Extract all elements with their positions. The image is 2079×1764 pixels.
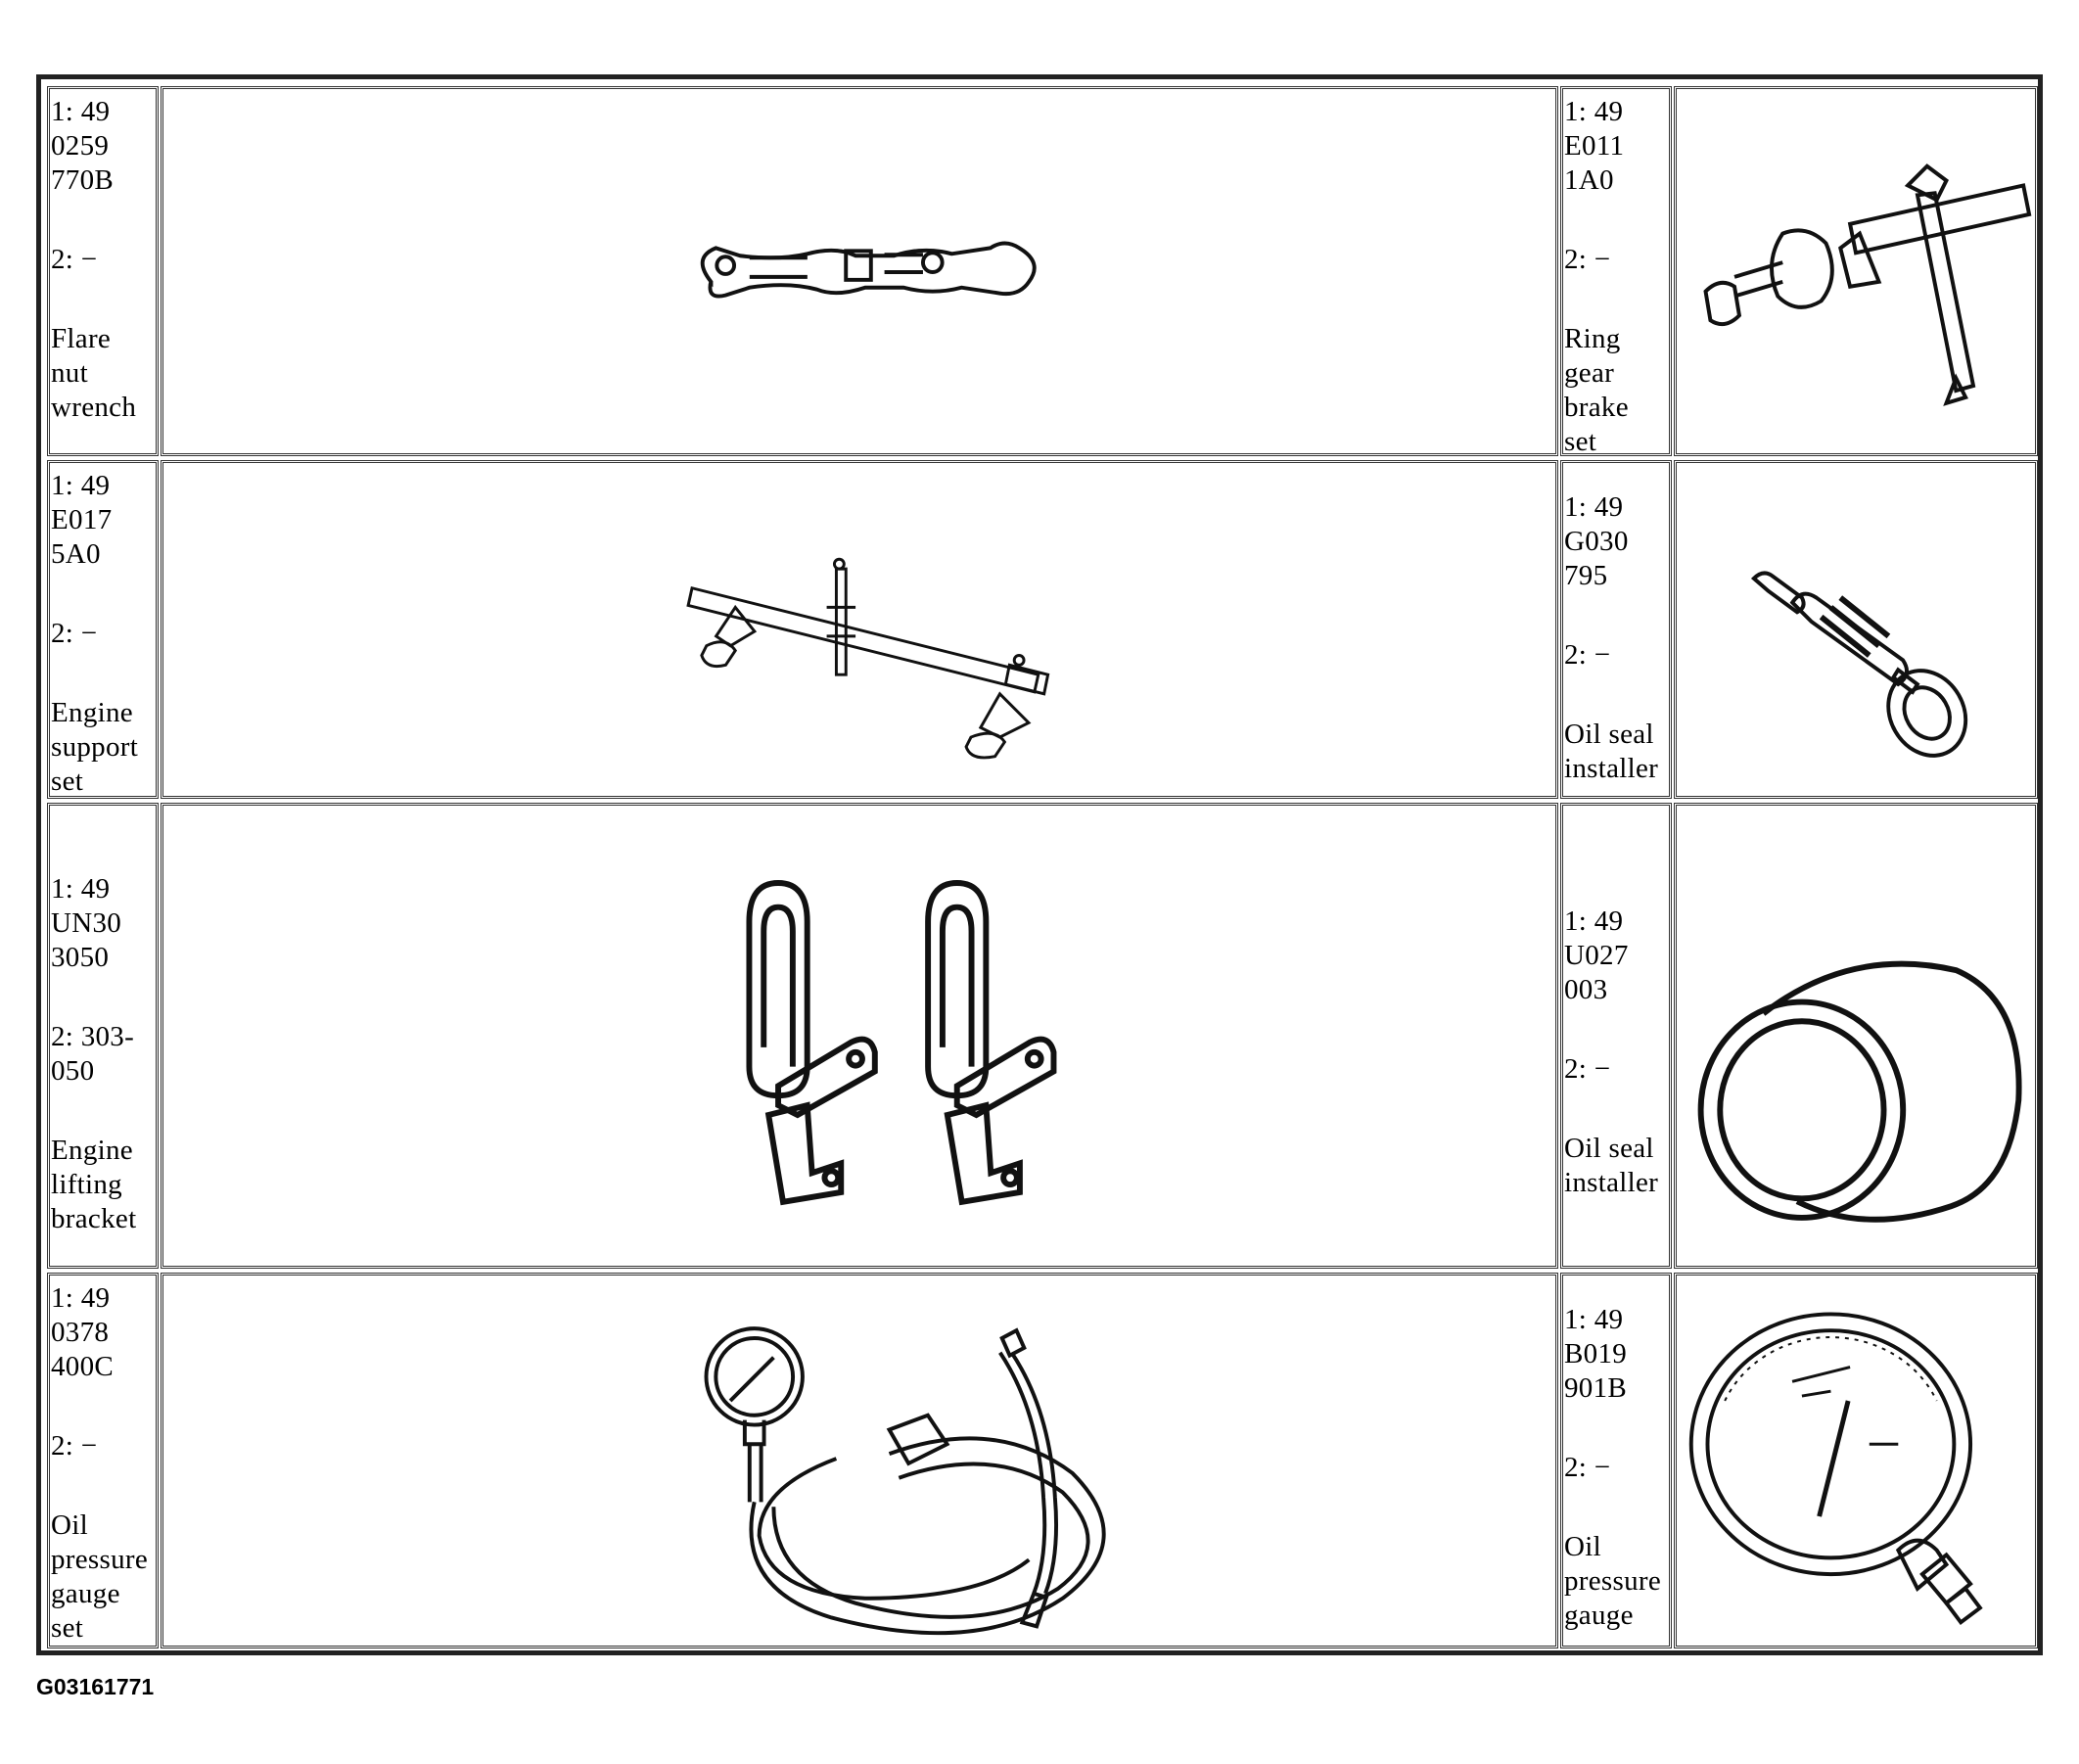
tool-name-line: wrench — [51, 392, 137, 423]
tool-image-cell — [161, 460, 1558, 799]
tool-name-line: Oil — [51, 1509, 88, 1541]
tool-name-line: Oil seal — [1564, 1133, 1654, 1164]
alt-number-line: 2: − — [1564, 639, 1611, 671]
part-number-line: 1: 49 — [51, 873, 111, 905]
tool-image-cell — [161, 86, 1558, 456]
part-number-line: 1: 49 — [1564, 96, 1624, 127]
part-number-line: 1: 49 — [1564, 1304, 1624, 1335]
part-number-line: 3050 — [51, 942, 110, 973]
engine-lifting-bracket-icon — [746, 880, 1057, 1206]
tool-text-cell: 1: 49 UN30 3050 2: 303- 050 Engine lifti… — [47, 803, 159, 1269]
alt-number-line: 050 — [51, 1055, 95, 1087]
tool-name-line: nut — [51, 357, 88, 389]
part-number-line: 5A0 — [51, 538, 101, 570]
alt-number-line: 2: − — [1564, 1053, 1611, 1085]
part-number-line: 003 — [1564, 974, 1608, 1005]
part-number-line: E011 — [1564, 130, 1625, 162]
part-number-line: 0378 — [51, 1317, 110, 1348]
alt-number-line: 2: − — [51, 1430, 98, 1462]
part-number-line: 1: 49 — [1564, 491, 1624, 523]
ring-gear-brake-set-icon — [1703, 163, 2032, 406]
figure-id: G03161771 — [36, 1674, 155, 1699]
engine-support-set-icon — [686, 557, 1050, 760]
tool-text-cell: 1: 49 B019 901B 2: − Oil pressure gauge — [1560, 1273, 1672, 1648]
tool-text-cell: 1: 49 0378 400C 2: − Oil pressure gauge … — [47, 1273, 159, 1648]
tool-name-line: set — [51, 766, 84, 797]
special-tools-table: 1: 49 0259 770B 2: − Flare nut wrench 1:… — [36, 74, 2043, 1655]
tool-text-cell: 1: 49 E011 1A0 2: − Ring gear brake set — [1560, 86, 1672, 457]
tool-name-line: set — [51, 1612, 84, 1644]
part-number-line: 1: 49 — [51, 96, 111, 127]
tool-name-line: Oil seal — [1564, 719, 1654, 750]
part-number-line: 400C — [51, 1351, 115, 1382]
tool-image-cell — [161, 1273, 1558, 1648]
part-number-line: 1A0 — [1564, 164, 1614, 196]
oil-seal-installer-icon — [1750, 571, 1968, 758]
part-number-line: 1: 49 — [51, 1282, 111, 1314]
tool-name-line: set — [1564, 426, 1597, 457]
oil-seal-installer-sleeve-icon — [1697, 960, 2022, 1223]
part-number-line: 1: 49 — [1564, 905, 1624, 937]
tool-name-line: lifting — [51, 1169, 122, 1200]
alt-number-line: 2: − — [51, 618, 98, 649]
part-number-line: G030 — [1564, 526, 1629, 557]
alt-number-line: 2: − — [51, 244, 98, 275]
tool-name-line: bracket — [51, 1203, 137, 1234]
tool-name-line: pressure — [1564, 1565, 1662, 1597]
part-number-line: B019 — [1564, 1338, 1628, 1369]
tool-text-cell: 1: 49 E017 5A0 2: − Engine support set — [47, 460, 159, 799]
tool-image-cell — [1674, 803, 2038, 1269]
part-number-line: 795 — [1564, 560, 1608, 591]
part-number-line: 901B — [1564, 1372, 1628, 1404]
tool-name-line: pressure — [51, 1544, 149, 1575]
tool-name-line: installer — [1564, 1167, 1659, 1198]
part-number-line: E017 — [51, 504, 113, 535]
part-number-line: 1: 49 — [51, 470, 111, 501]
oil-pressure-gauge-set-icon — [704, 1326, 1106, 1636]
tool-name-line: Oil — [1564, 1531, 1601, 1562]
tool-name-line: gauge — [51, 1578, 120, 1609]
tool-name-line: gear — [1564, 357, 1615, 389]
part-number-line: U027 — [1564, 940, 1629, 971]
tool-text-cell: 1: 49 0259 770B 2: − Flare nut wrench — [47, 86, 159, 456]
tool-image-cell — [1674, 86, 2038, 456]
alt-number-line: 2: 303- — [51, 1021, 135, 1052]
tool-name-line: brake — [1564, 392, 1629, 423]
tool-image-cell — [161, 803, 1558, 1269]
tool-name-line: gauge — [1564, 1600, 1634, 1631]
oil-pressure-gauge-icon — [1688, 1312, 1983, 1626]
tool-image-cell — [1674, 1273, 2038, 1648]
alt-number-line: 2: − — [1564, 244, 1611, 275]
tool-name-line: Flare — [51, 323, 112, 354]
part-number-line: UN30 — [51, 907, 122, 939]
part-number-line: 770B — [51, 164, 115, 196]
tool-text-cell: 1: 49 U027 003 2: − Oil seal installer — [1560, 803, 1672, 1269]
tool-name-line: Ring — [1564, 323, 1621, 354]
tool-name-line: installer — [1564, 753, 1659, 784]
tool-name-line: Engine — [51, 697, 133, 728]
flare-nut-wrench-icon — [700, 241, 1037, 299]
tool-name-line: Engine — [51, 1135, 133, 1166]
alt-number-line: 2: − — [1564, 1452, 1611, 1483]
tool-text-cell: 1: 49 G030 795 2: − Oil seal installer — [1560, 460, 1672, 799]
tool-name-line: support — [51, 731, 139, 763]
tool-image-cell — [1674, 460, 2038, 799]
part-number-line: 0259 — [51, 130, 110, 162]
